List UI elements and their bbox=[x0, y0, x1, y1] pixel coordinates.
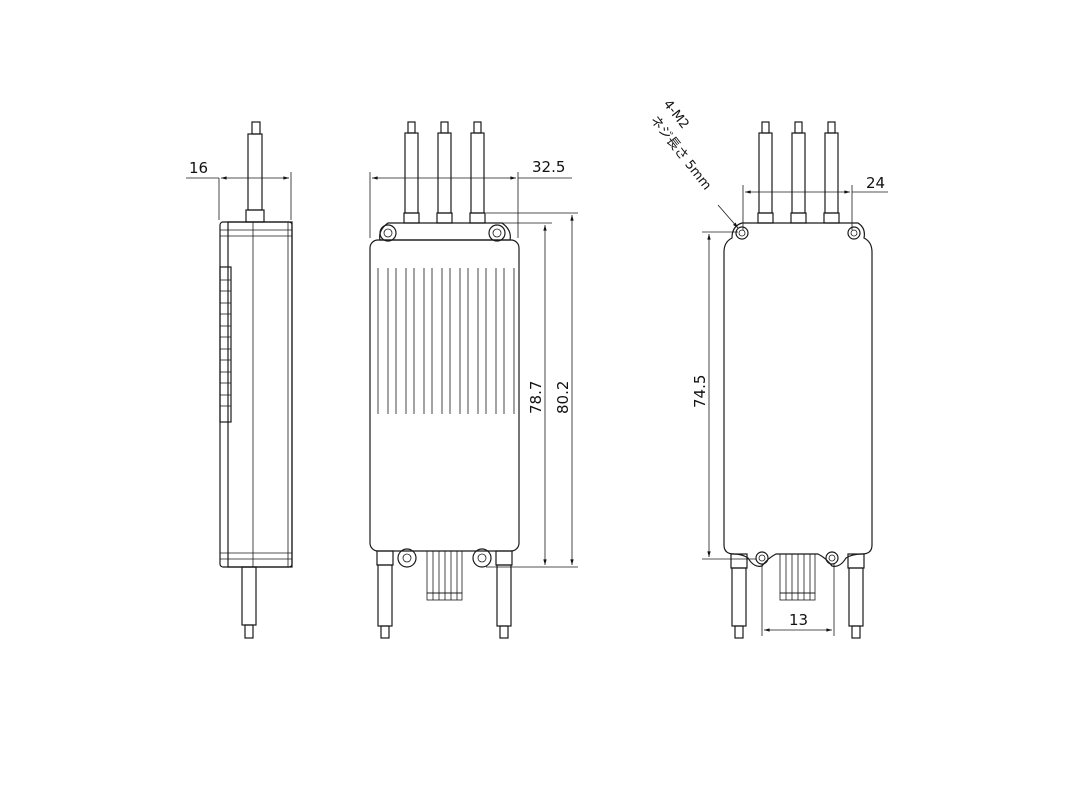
bottom-view: 24 74.5 13 4-M2 ネジ長さ 5mm bbox=[647, 97, 888, 639]
top-view: 32.5 78.7 80.2 bbox=[369, 121, 578, 639]
side-view: 16 bbox=[186, 121, 293, 639]
dim-top-height-outer: 80.2 bbox=[554, 381, 572, 414]
dim-side-width: 16 bbox=[189, 159, 208, 177]
dim-top-width: 32.5 bbox=[532, 158, 565, 176]
dim-bottom-height: 74.5 bbox=[691, 375, 709, 408]
dim-bottom-width: 24 bbox=[866, 174, 885, 192]
dim-top-height-inner: 78.7 bbox=[527, 381, 545, 414]
dim-hole-spacing: 13 bbox=[789, 611, 808, 629]
